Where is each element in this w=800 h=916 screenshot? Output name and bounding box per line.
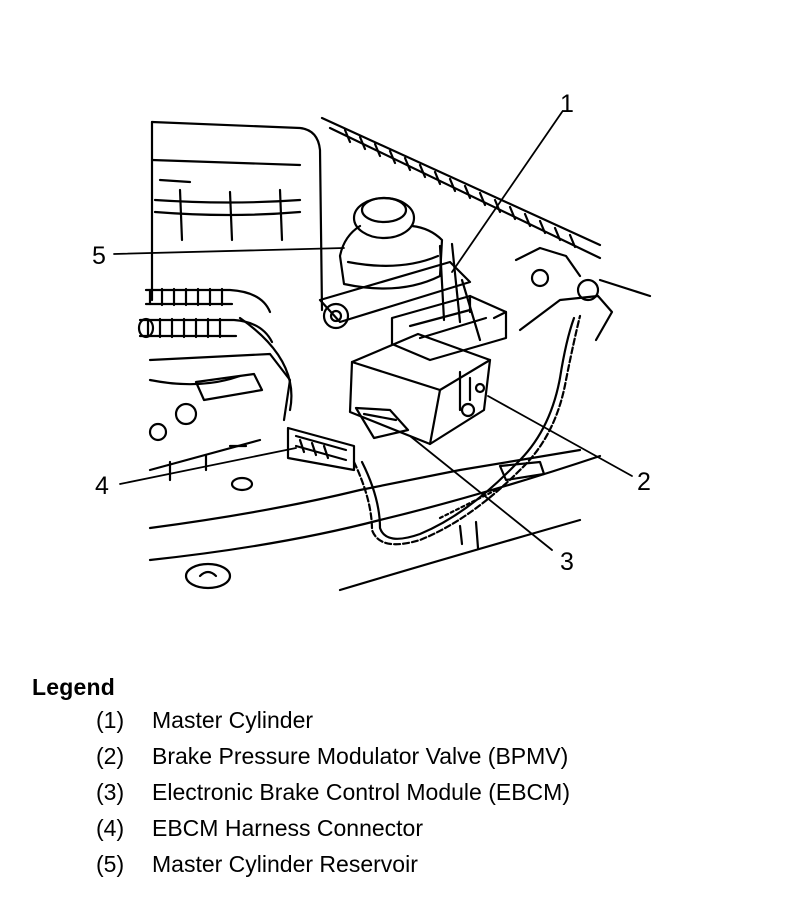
legend-item: (5) Master Cylinder Reservoir [96,851,570,887]
callout-4: 4 [95,472,109,500]
legend-list: (1) Master Cylinder (2) Brake Pressure M… [32,707,570,887]
callout-2: 2 [637,468,651,496]
legend: Legend (1) Master Cylinder (2) Brake Pre… [32,674,570,887]
leader-4 [119,447,297,485]
lower-frame [148,448,602,592]
master-cylinder-reservoir [338,196,444,290]
callout-leaders [113,111,633,551]
legend-item: (4) EBCM Harness Connector [96,815,570,851]
callout-5: 5 [92,242,106,270]
legend-item-number: (4) [96,815,125,841]
engine-block [148,316,293,482]
legend-title: Legend [32,674,115,700]
callout-1: 1 [560,90,574,118]
legend-item-text: Brake Pressure Modulator Valve (BPMV) [152,743,569,769]
legend-item-text: Master Cylinder [152,707,314,733]
legend-item: (2) Brake Pressure Modulator Valve (BPMV… [96,743,570,779]
ebcm-harness-plug [286,426,356,472]
legend-item: (1) Master Cylinder [96,707,570,743]
legend-item-number: (1) [96,707,125,733]
master-cylinder-body [318,242,482,342]
legend-item: (3) Electronic Brake Control Module (EBC… [96,779,570,815]
legend-item-number: (5) [96,851,125,877]
leader-2 [487,395,633,477]
legend-item-text: Master Cylinder Reservoir [152,851,418,877]
leader-5 [113,247,345,255]
fender-edge [320,116,602,260]
corrugated-hoses [137,287,274,344]
brake-system-illustration: 1 2 3 4 5 [92,90,652,592]
air-cleaner-housing [150,120,324,312]
ebcm-module [348,332,492,446]
ebcm-connector-socket [354,406,410,440]
leader-3 [409,435,553,551]
legend-item-text: Electronic Brake Control Module (EBCM) [152,779,570,805]
bpmv-unit [390,294,508,362]
leader-1 [451,111,563,273]
legend-item-number: (3) [96,779,125,805]
legend-item-text: EBCM Harness Connector [152,815,423,841]
legend-item-number: (2) [96,743,125,769]
wiring-harness [352,246,652,546]
callout-3: 3 [560,548,574,576]
